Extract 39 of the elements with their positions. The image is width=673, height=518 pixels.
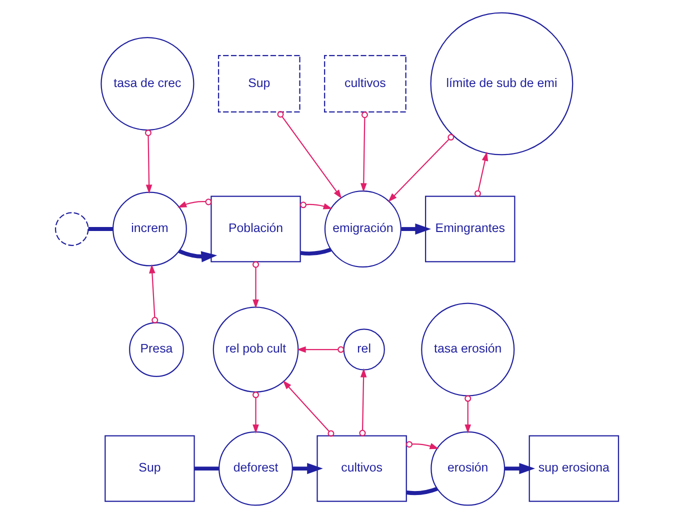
node-box: Sup — [217, 55, 300, 113]
node-circle: tasa de crec — [100, 36, 194, 131]
connector — [300, 248, 331, 256]
node-circle: tasa erosión — [420, 302, 514, 396]
arrow — [144, 130, 152, 194]
connector — [88, 227, 112, 231]
arrow — [504, 463, 535, 474]
arrow — [360, 112, 368, 192]
arrow — [406, 441, 438, 450]
arrow — [299, 202, 332, 210]
arrow — [282, 380, 334, 437]
node-circle: rel — [342, 328, 384, 370]
node-box: Población — [210, 196, 300, 262]
node-box: cultivos — [316, 435, 406, 502]
arrow — [178, 249, 217, 262]
node-box: Emingrantes — [424, 196, 515, 262]
arrow — [148, 264, 158, 324]
node-box: cultivos — [324, 55, 406, 113]
node-box: Sup — [104, 435, 194, 502]
node-circle: deforest — [218, 431, 292, 506]
node-circle: Presa — [128, 322, 184, 377]
arrow — [474, 152, 488, 197]
node-cloud — [54, 212, 88, 246]
arrow — [276, 111, 342, 199]
arrow — [292, 463, 322, 474]
arrow — [252, 261, 259, 309]
node-box: sup erosiona — [528, 435, 619, 502]
arrow — [177, 198, 212, 208]
arrow — [252, 392, 259, 434]
arrow — [296, 346, 344, 353]
connector — [406, 486, 438, 496]
node-circle: rel pob cult — [212, 306, 298, 392]
connector — [194, 466, 218, 471]
arrow — [358, 368, 366, 436]
arrow — [388, 134, 454, 202]
node-circle: límite de sub de emi — [430, 12, 573, 156]
node-circle: erosión — [430, 431, 505, 506]
arrow — [464, 395, 471, 434]
arrow — [400, 223, 431, 235]
